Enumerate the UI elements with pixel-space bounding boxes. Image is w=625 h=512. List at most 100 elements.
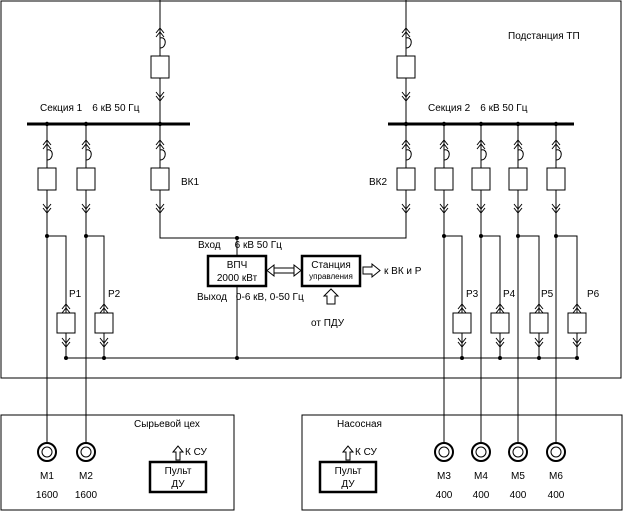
breaker-cell-box: [434, 167, 454, 191]
switchgear-cell: [396, 124, 416, 224]
motor-m3-name: М3: [437, 471, 451, 482]
plug-connector-icon: [572, 303, 582, 314]
switch-feed-line: [444, 235, 463, 313]
switch-p3-label: Р3: [466, 289, 479, 300]
switchgear-cell: [546, 124, 566, 236]
disconnect-switch-box: [94, 312, 114, 334]
junction-dot: [553, 121, 559, 127]
junction-dot: [102, 356, 106, 360]
current-transformer-icon: [46, 149, 53, 161]
motor-m2-power: 1600: [75, 490, 98, 501]
motor-icon: [471, 442, 491, 462]
disconnect-switch-box: [56, 312, 76, 334]
plug-connector-icon: [439, 203, 449, 214]
motor-m2-name: М2: [79, 471, 93, 482]
arrow-up-icon: [341, 445, 355, 461]
motor-icon-inner: [41, 446, 53, 458]
junction-dot: [403, 121, 409, 127]
motor-icon-inner: [475, 446, 487, 458]
plug-connector-icon: [439, 139, 449, 150]
switchgear-cell: [434, 124, 454, 236]
switchgear-cell: [508, 124, 528, 236]
switchgear-cell: [150, 124, 170, 224]
switch-feed-line: [518, 235, 540, 313]
motor-m1-name: М1: [40, 471, 54, 482]
breaker-cell-box: [396, 167, 416, 191]
motor-branch: [546, 234, 587, 462]
arrow-up-icon: [171, 445, 185, 461]
switch-p2-label: Р2: [108, 289, 121, 300]
current-transformer-icon: [159, 149, 166, 161]
remote-panel-pump-station: [318, 460, 378, 494]
control-station-line2: управления: [309, 272, 353, 281]
motor-icon-inner: [80, 446, 92, 458]
disconnect-switch-box: [567, 312, 587, 334]
plug-connector-icon: [457, 303, 467, 314]
plug-connector-icon: [513, 139, 523, 150]
switch-p1-label: Р1: [69, 289, 82, 300]
breaker-cell-box: [508, 167, 528, 191]
junction-dot: [83, 121, 89, 127]
breaker-cell-box: [37, 167, 57, 191]
motor-icon: [37, 442, 57, 462]
to-vk-r-label: к ВК и Р: [384, 266, 422, 277]
current-transformer-icon: [405, 37, 412, 49]
plug-connector-icon: [61, 303, 71, 314]
motor-m3-power: 400: [436, 490, 453, 501]
switch-feed-line: [86, 235, 105, 313]
breaker-cell-box: [150, 55, 170, 79]
motor-icon: [76, 442, 96, 462]
switchgear-cell: [76, 124, 96, 236]
motor-m5-name: М5: [511, 471, 525, 482]
breaker-vk1-label: ВК1: [181, 177, 199, 188]
motor-icon: [434, 442, 454, 462]
plug-connector-icon: [42, 203, 52, 214]
breaker-cell-box: [76, 167, 96, 191]
vfd-power: 2000 кВт: [217, 273, 258, 284]
switchgear-cell: [396, 12, 416, 112]
arrow-right-icon: [362, 262, 381, 279]
switchgear-cells: [37, 12, 566, 236]
motor-m6-name: М6: [549, 471, 563, 482]
plug-connector-icon: [476, 203, 486, 214]
switch-p6-label: Р6: [587, 289, 600, 300]
control-station-line1: Станция: [311, 260, 351, 271]
breaker-cell-box: [471, 167, 491, 191]
junction-dot: [478, 121, 484, 127]
motor-icon: [508, 442, 528, 462]
plug-connector-icon: [513, 203, 523, 214]
motor-icon-inner: [438, 446, 450, 458]
junction-dot: [157, 121, 163, 127]
plug-connector-icon: [534, 303, 544, 314]
vfd-name: ВПЧ: [227, 260, 248, 271]
junction-dot: [515, 121, 521, 127]
motor-m4-power: 400: [473, 490, 490, 501]
arrow-up-icon: [322, 288, 340, 305]
double-arrow: [266, 263, 302, 278]
breaker-cell-box: [150, 167, 170, 191]
plug-connector-icon: [81, 203, 91, 214]
remote-panel-pump-line2: ДУ: [341, 479, 355, 490]
remote-panel-raw-shop-line1: Пульт: [165, 466, 192, 477]
junction-dot: [235, 356, 239, 360]
remote-panel-raw-shop: [148, 460, 208, 494]
plug-connector-icon: [401, 203, 411, 214]
raw-shop-to-su-label: К СУ: [185, 447, 207, 458]
current-transformer-icon: [405, 149, 412, 161]
junction-dot: [537, 356, 541, 360]
from-pdu-label: от ПДУ: [311, 318, 345, 329]
switchgear-cell: [150, 12, 170, 112]
plug-connector-icon: [42, 139, 52, 150]
current-transformer-icon: [159, 37, 166, 49]
junction-dot: [498, 356, 502, 360]
motor-branch: [76, 234, 114, 462]
vfd-input-line: [159, 224, 407, 239]
plug-connector-icon: [476, 139, 486, 150]
motor-branch: [434, 234, 472, 462]
motor-branch: [508, 234, 549, 462]
motor-m4-name: М4: [474, 471, 488, 482]
motor-branch: [471, 234, 510, 462]
